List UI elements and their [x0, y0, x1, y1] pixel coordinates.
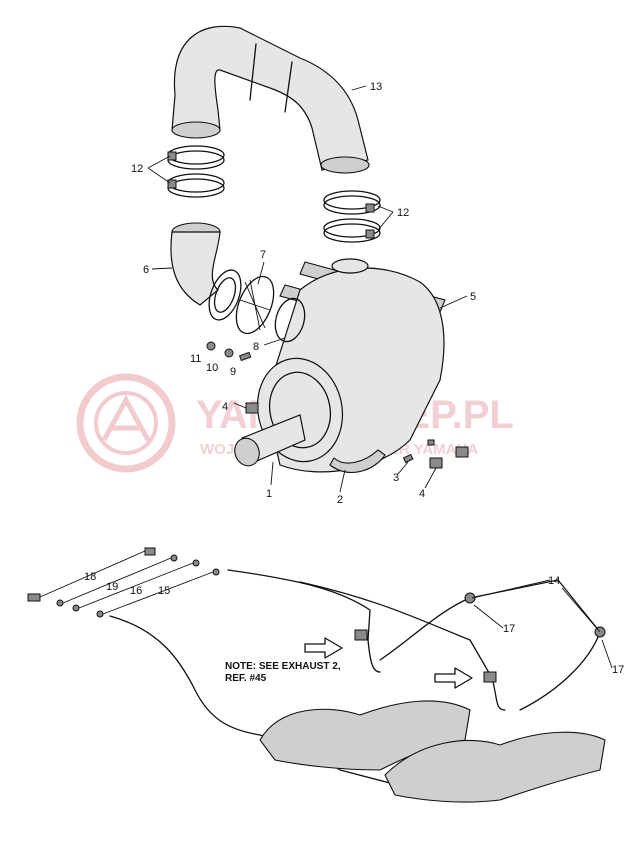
note-line-2: REF. #45 [225, 673, 267, 684]
yamaha-logo-icon [76, 373, 176, 473]
part-1-silencer-body [234, 258, 445, 473]
part-7-screen [235, 275, 275, 335]
part-12-hose-clamps-right [323, 190, 381, 243]
part-12-hose-clamps-left [167, 145, 225, 198]
part-14-water-lines [109, 569, 606, 801]
callout-8: 8 [253, 341, 259, 353]
small-fittings [27, 547, 220, 618]
callout-14: 14 [548, 575, 560, 587]
callout-10: 10 [206, 362, 218, 374]
small-hardware [206, 341, 469, 469]
part-2-bracket [329, 449, 386, 473]
callout-2: 2 [337, 494, 343, 506]
arrows [304, 637, 473, 689]
callout-18: 18 [84, 571, 96, 583]
exhaust-manifold [259, 700, 606, 803]
callout-1: 1 [266, 488, 272, 500]
callout-12-left: 12 [131, 163, 143, 175]
callout-4-right: 4 [419, 488, 425, 500]
callout-16: 16 [130, 585, 142, 597]
callout-17-right: 17 [612, 664, 624, 676]
callout-5: 5 [470, 291, 476, 303]
callout-13: 13 [370, 81, 382, 93]
callout-7: 7 [260, 249, 266, 261]
part-13-intake-duct [171, 25, 370, 174]
callout-15: 15 [158, 585, 170, 597]
callout-6: 6 [143, 264, 149, 276]
leader-lines [147, 85, 613, 669]
note-line-1: NOTE: SEE EXHAUST 2, [225, 661, 341, 672]
callout-12-right: 12 [397, 207, 409, 219]
callout-19: 19 [106, 581, 118, 593]
part-6-elbow-adapter [170, 222, 242, 321]
callout-17-left: 17 [503, 623, 515, 635]
callout-3: 3 [393, 472, 399, 484]
callout-11: 11 [190, 353, 201, 365]
callout-4-left: 4 [222, 401, 228, 413]
callouts: 13 12 12 6 7 5 8 11 10 9 4 1 2 3 4 18 19… [84, 81, 624, 676]
callout-9: 9 [230, 366, 236, 378]
